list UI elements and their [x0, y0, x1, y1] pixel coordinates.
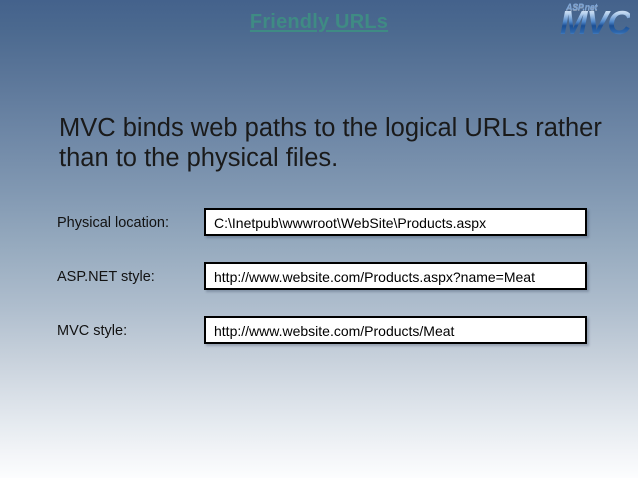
url-row-physical-location: Physical location: C:\Inetpub\wwwroot\We…	[57, 208, 587, 238]
url-box-aspnet-style[interactable]: http://www.website.com/Products.aspx?nam…	[204, 262, 587, 290]
url-row-aspnet-style: ASP.NET style: http://www.website.com/Pr…	[57, 262, 587, 292]
row-label-physical-location: Physical location:	[57, 215, 170, 231]
row-label-mvc-style: MVC style:	[57, 323, 128, 339]
url-box-mvc-style[interactable]: http://www.website.com/Products/Meat	[204, 316, 587, 344]
url-value-aspnet-style: http://www.website.com/Products.aspx?nam…	[214, 269, 535, 285]
slide-heading: MVC binds web paths to the logical URLs …	[59, 114, 602, 172]
page-title: Friendly URLs	[249, 11, 389, 33]
url-box-physical-location[interactable]: C:\Inetpub\wwwroot\WebSite\Products.aspx	[204, 208, 587, 236]
row-label-aspnet-style: ASP.NET style:	[57, 269, 155, 285]
url-value-physical-location: C:\Inetpub\wwwroot\WebSite\Products.aspx	[214, 215, 487, 231]
url-row-mvc-style: MVC style: http://www.website.com/Produc…	[57, 316, 587, 346]
url-value-mvc-style: http://www.website.com/Products/Meat	[214, 323, 455, 339]
